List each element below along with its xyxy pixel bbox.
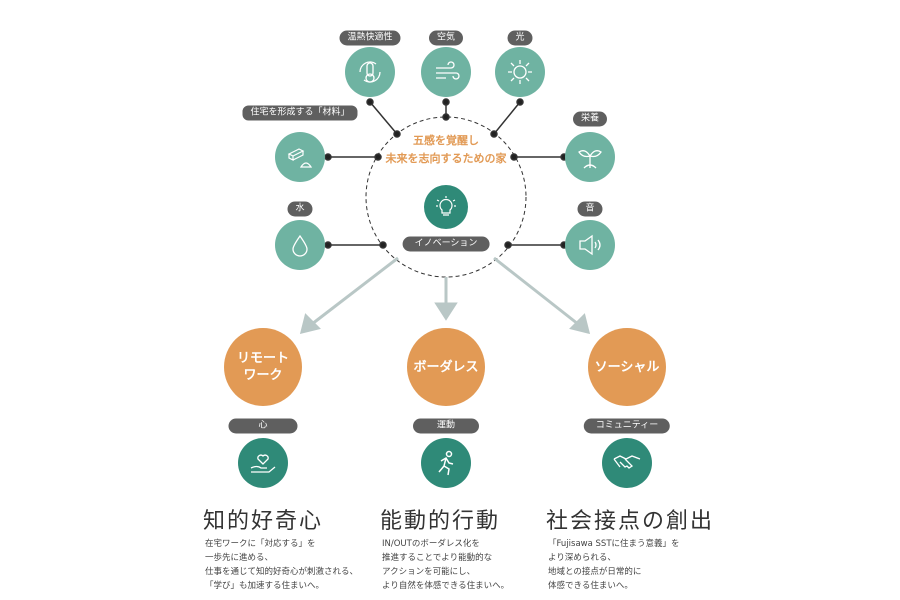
innovation-label: イノベーション (402, 236, 490, 252)
desc-line: 一歩先に進める、 (205, 553, 274, 563)
runner-icon (421, 438, 471, 488)
desc-line: 「Fujisawa SSTに住まう意義」を (548, 539, 680, 549)
arrow-right (493, 256, 579, 326)
sense-label-water: 水 (287, 201, 313, 217)
desc-line: アクションを可能にし、 (382, 567, 476, 577)
speaker-icon (565, 220, 615, 270)
sense-label-air: 空気 (428, 30, 464, 46)
arrow-left (311, 256, 399, 326)
tag-exercise: 運動 (412, 418, 480, 434)
core-concept: 五感を覚醒し未来を志向するための家 (386, 132, 507, 168)
sense-label-nutrition: 栄養 (572, 111, 608, 127)
desc-line: 在宅ワークに「対応する」を (205, 539, 316, 549)
sprout-icon (565, 132, 615, 182)
desc-line: より自然を体感できる住まいへ。 (382, 581, 510, 591)
connector (369, 101, 398, 135)
heart-hand-icon (238, 438, 288, 488)
materials-icon (275, 132, 325, 182)
lightbulb-icon (424, 185, 468, 229)
sun-icon (495, 47, 545, 97)
desc-line: 「学び」も加速する住まいへ。 (205, 581, 325, 591)
water-drop-icon (275, 220, 325, 270)
sense-label-thermal: 温熱快適性 (339, 30, 401, 46)
pillar-social: ソーシャル (588, 328, 666, 406)
desc-line: IN/OUTのボーダレス化を (382, 539, 480, 549)
desc-line: より深められる、 (548, 553, 616, 563)
wind-icon (421, 47, 471, 97)
desc-line: 仕事を通じて知的好奇心が刺激される、 (205, 567, 359, 577)
desc-line: 体感できる住まいへ。 (548, 581, 633, 591)
desc-line: 推進することでより能動的な (382, 553, 493, 563)
sense-label-sound: 音 (577, 201, 603, 217)
pillar-name: ワーク (243, 368, 283, 383)
pillar-title-action: 能動的行動 (380, 509, 501, 534)
pillar-name: リモート (236, 351, 289, 366)
tag-community: コミュニティー (583, 418, 671, 434)
handshake-icon (602, 438, 652, 488)
core-dashed-circle (365, 116, 527, 278)
pillar-borderless: ボーダレス (407, 328, 485, 406)
thermometer-icon (345, 47, 395, 97)
pillar-desc-action: IN/OUTのボーダレス化を推進することでより能動的なアクションを可能にし、より… (382, 537, 509, 593)
desc-line: 地域との接点が日常的に (548, 567, 642, 577)
tag-heart: 心 (228, 418, 298, 434)
core-line-2: 未来を志向するための家 (385, 152, 507, 165)
pillar-title-curiosity: 知的好奇心 (203, 509, 324, 534)
pillar-name: ボーダレス (413, 359, 479, 375)
core-line-1: 五感を覚醒し (413, 134, 479, 147)
sense-label-light: 光 (507, 30, 533, 46)
pillar-desc-social: 「Fujisawa SSTに住まう意義」をより深められる、地域との接点が日常的に… (548, 537, 680, 593)
pillar-remote-work: リモートワーク (224, 328, 302, 406)
pillar-title-social: 社会接点の創出 (546, 509, 715, 534)
pillar-name: ソーシャル (594, 359, 660, 375)
connector (493, 101, 521, 135)
pillar-desc-curiosity: 在宅ワークに「対応する」を一歩先に進める、仕事を通じて知的好奇心が刺激される、「… (205, 537, 358, 593)
sense-label-materials: 住宅を形成する「材料」 (242, 105, 358, 121)
